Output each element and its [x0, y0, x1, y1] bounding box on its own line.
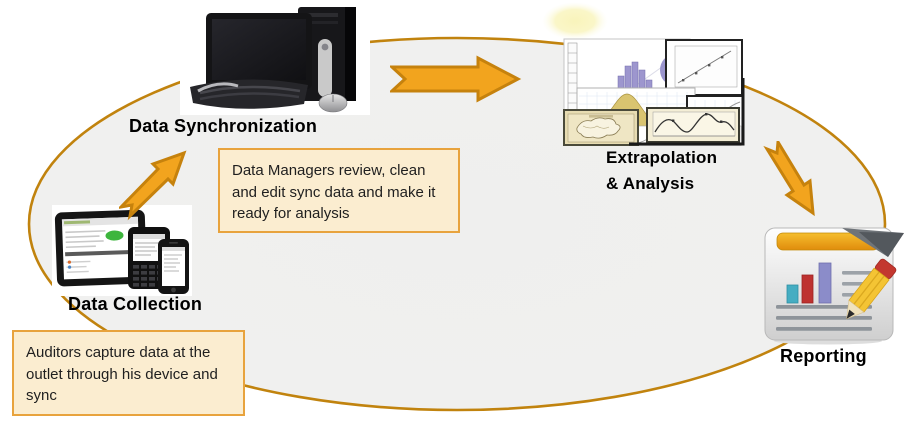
callout-sync-note: Data Managers review, clean and edit syn… — [218, 148, 460, 233]
node-label-extrapolation-analysis: Extrapolation & Analysis — [606, 145, 717, 197]
arrow-analysis-to-reporting-icon — [763, 141, 815, 217]
callout-sync-note-text: Data Managers review, clean and edit syn… — [232, 162, 436, 222]
extrapolation-line2: & Analysis — [606, 174, 695, 193]
callout-collection-note: Auditors capture data at the outlet thro… — [12, 330, 245, 416]
arrow-collection-to-sync-icon — [119, 150, 187, 221]
charts-collage-icon — [563, 38, 745, 146]
sun-icon — [542, 2, 608, 40]
extrapolation-line1: Extrapolation — [606, 148, 718, 167]
mobile-devices-icon — [52, 205, 192, 296]
desktop-computer-icon — [180, 3, 370, 115]
arrow-sync-to-analysis-icon — [390, 55, 522, 103]
node-label-data-synchronization: Data Synchronization — [129, 116, 318, 136]
report-pencil-icon — [764, 227, 904, 345]
node-label-reporting: Reporting — [780, 346, 867, 366]
node-label-data-collection: Data Collection — [68, 294, 203, 314]
callout-collection-note-text: Auditors capture data at the outlet thro… — [26, 344, 218, 404]
